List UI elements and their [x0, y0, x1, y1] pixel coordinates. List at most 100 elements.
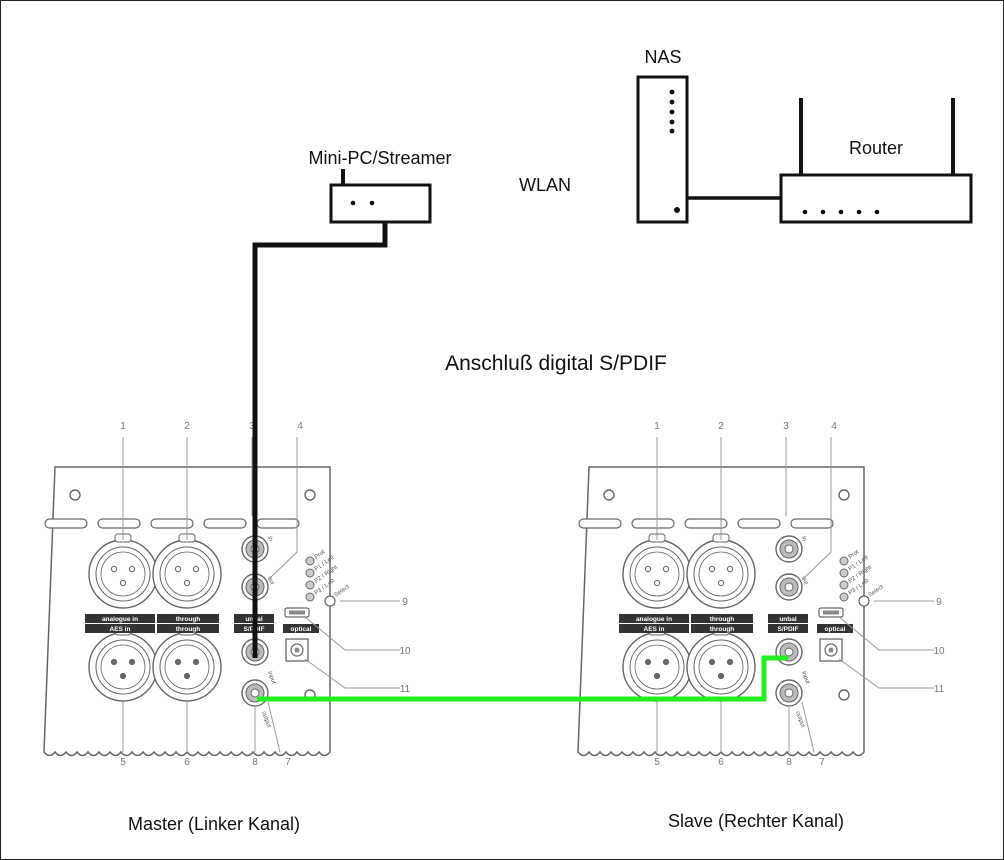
- callout-number: 3: [783, 421, 789, 432]
- callout-number: 11: [400, 684, 411, 695]
- led-indicator: [839, 568, 849, 578]
- xlr-pin: [717, 579, 725, 587]
- callout-number: 1: [120, 421, 126, 432]
- callout-number: 10: [933, 646, 945, 657]
- jack-out-label: out: [266, 576, 275, 586]
- rca-pin: [250, 688, 260, 698]
- xlr-face: [698, 551, 744, 597]
- callout-leader: [801, 701, 815, 753]
- jack-input-label: input: [266, 671, 276, 686]
- jack-in-label: in: [800, 536, 807, 542]
- xlr-face: [634, 551, 680, 597]
- usb-port-inner: [823, 610, 839, 615]
- label-bar: [768, 614, 808, 623]
- xlr-pin: [110, 565, 118, 573]
- xlr-face: [100, 551, 146, 597]
- callout-number: 4: [297, 421, 303, 432]
- xlr-face: [100, 644, 146, 690]
- label-bar: [85, 624, 155, 633]
- label-bar: [85, 614, 155, 623]
- rca-pin: [784, 647, 794, 657]
- xlr-pin: [717, 672, 725, 680]
- label-bar-text: through: [710, 626, 735, 633]
- label-bar-text: through: [176, 616, 201, 623]
- rca-pin: [784, 544, 794, 554]
- callout-number: 9: [936, 597, 942, 608]
- label-bar-text: AES in: [110, 626, 131, 633]
- label-slot: [737, 518, 781, 529]
- label-bar: [817, 624, 853, 633]
- black-spdif-cable: [252, 222, 388, 658]
- label-slot: [684, 518, 728, 529]
- select-label: Select: [868, 584, 885, 599]
- callout-number: 2: [718, 421, 724, 432]
- callout-number: 4: [831, 421, 837, 432]
- mount-hole: [304, 489, 316, 501]
- callout-leader: [838, 616, 934, 651]
- jack-output-label: output: [794, 711, 805, 729]
- xlr-pin: [662, 565, 670, 573]
- led-label: Prot: [848, 549, 861, 560]
- mini-pc-device: [329, 169, 432, 224]
- label-bar: [157, 624, 219, 633]
- xlr-pin: [119, 672, 127, 680]
- label-slot: [97, 518, 141, 529]
- callout-number: 6: [718, 757, 724, 768]
- callout-number: 8: [786, 757, 792, 768]
- callout-number: 8: [252, 757, 258, 768]
- label-bar-text: unbal: [779, 616, 797, 623]
- label-bar-text: S/PDIF: [778, 626, 799, 633]
- callout-number: 5: [654, 757, 660, 768]
- xlr-pin: [192, 658, 200, 666]
- callout-number: 2: [184, 421, 190, 432]
- led-indicator: [305, 568, 315, 578]
- nas-device: [636, 75, 689, 224]
- callout-number: 9: [402, 597, 408, 608]
- jack-in-label: in: [266, 536, 273, 542]
- xlr-pin: [726, 658, 734, 666]
- label-bar: [619, 614, 689, 623]
- led-indicator: [839, 580, 849, 590]
- xlr-pin: [128, 565, 136, 573]
- xlr-pin: [119, 579, 127, 587]
- router-label: Router: [849, 138, 903, 158]
- xlr-pin: [183, 672, 191, 680]
- label-slot: [578, 518, 622, 529]
- xlr-pin: [726, 565, 734, 573]
- callout-leader: [267, 701, 281, 753]
- xlr-face: [634, 644, 680, 690]
- callout-leader: [267, 437, 298, 581]
- optical-port-core: [828, 647, 834, 653]
- xlr-pin: [174, 658, 182, 666]
- label-slot: [150, 518, 194, 529]
- select-button: [324, 595, 336, 607]
- xlr-pin: [653, 579, 661, 587]
- led-indicator: [839, 592, 849, 602]
- label-slot: [790, 518, 834, 529]
- xlr-pin: [708, 565, 716, 573]
- xlr-pin: [183, 579, 191, 587]
- led-indicator: [839, 556, 849, 566]
- label-bar: [691, 614, 753, 623]
- green-spdif-cable: [257, 655, 788, 702]
- xlr-pin: [662, 658, 670, 666]
- nas-label: NAS: [644, 47, 681, 67]
- xlr-face: [698, 644, 744, 690]
- led-indicator: [305, 556, 315, 566]
- xlr-pin: [653, 672, 661, 680]
- select-button: [858, 595, 870, 607]
- xlr-pin: [128, 658, 136, 666]
- xlr-face: [164, 644, 210, 690]
- jack-input-label: input: [800, 671, 810, 686]
- mount-hole: [69, 489, 81, 501]
- wlan-label: WLAN: [519, 175, 571, 195]
- mount-hole: [603, 489, 615, 501]
- mount-hole: [838, 489, 850, 501]
- jack-out-label: out: [800, 576, 809, 586]
- led-indicator: [305, 580, 315, 590]
- label-slot: [203, 518, 247, 529]
- label-slot: [44, 518, 88, 529]
- xlr-pin: [174, 565, 182, 573]
- label-bar-text: AES in: [644, 626, 665, 633]
